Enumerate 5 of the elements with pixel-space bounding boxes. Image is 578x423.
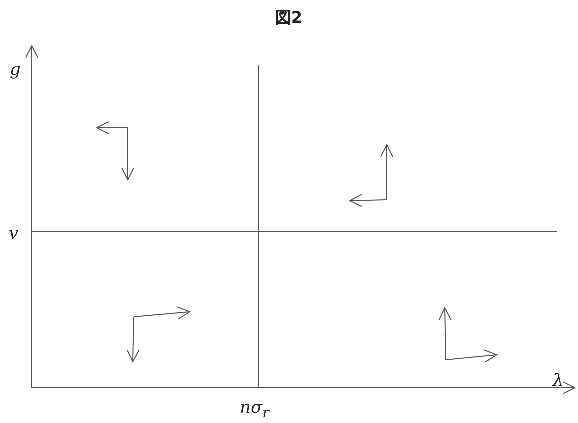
axis-label: λ bbox=[553, 373, 564, 390]
axis-label: g bbox=[10, 62, 21, 79]
axis-tick-label: v bbox=[9, 226, 19, 243]
figure-title: 図2 bbox=[274, 8, 304, 29]
axis-tick-label: nσ$_{r}$ bbox=[240, 400, 270, 421]
